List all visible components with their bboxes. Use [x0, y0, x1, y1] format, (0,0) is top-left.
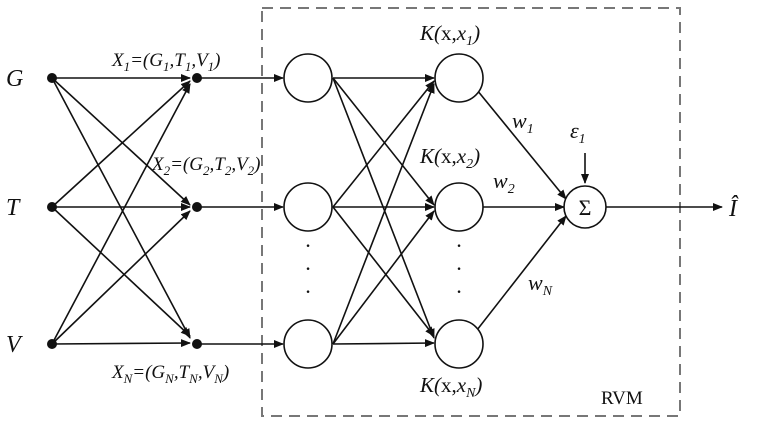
- svg-text:·: ·: [304, 233, 311, 258]
- svg-text:·: ·: [455, 233, 462, 258]
- weight-label-w2: w2: [493, 168, 515, 197]
- feature-hidden-connections: [197, 74, 284, 348]
- output-label: Î: [728, 196, 739, 222]
- hidden-neuron-2: [283, 182, 333, 232]
- svg-text:·: ·: [455, 256, 462, 281]
- weight-label-wn: wN: [528, 270, 553, 299]
- kernel-ellipsis: · · ·: [455, 233, 462, 304]
- feature-node-x1: [192, 73, 202, 83]
- feature-label-x1: X1=(G1,T1,V1): [111, 50, 221, 74]
- kernel-neuron-2: [434, 182, 484, 232]
- kernel-sum-connections: [476, 89, 723, 331]
- kernel-neuron-1: [434, 53, 484, 103]
- kernel-label-n: K(x,xN): [419, 373, 482, 401]
- feature-node-x2: [192, 202, 202, 212]
- weight-label-w1: w1: [512, 108, 534, 137]
- kernel-label-2: K(x,x2): [419, 144, 480, 172]
- input-node-t: [47, 202, 57, 212]
- input-label-t: T: [6, 195, 21, 221]
- feature-label-x2: X2=(G2,T2,V2): [151, 154, 261, 178]
- svg-text:·: ·: [304, 279, 311, 304]
- hidden-ellipsis: · · ·: [304, 233, 311, 304]
- kernel-neuron-n: [434, 319, 484, 369]
- hidden-neuron-n: [283, 319, 333, 369]
- input-label-g: G: [6, 66, 23, 92]
- feature-label-xn: XN=(GN,TN,VN): [111, 362, 229, 386]
- input-node-g: [47, 73, 57, 83]
- feature-node-xn: [192, 339, 202, 349]
- rvm-boundary-box: [261, 7, 681, 417]
- summation-node: [563, 185, 607, 229]
- kernel-label-1: K(x,x1): [419, 21, 480, 49]
- rvm-label: RVM: [601, 388, 643, 409]
- hidden-neuron-1: [283, 53, 333, 103]
- hidden-kernel-connections: [332, 74, 435, 348]
- summation-symbol: Σ: [579, 195, 592, 220]
- svg-text:·: ·: [455, 279, 462, 304]
- svg-text:·: ·: [304, 256, 311, 281]
- noise-label-epsilon: ε1: [570, 118, 586, 147]
- input-label-v: V: [6, 332, 23, 358]
- input-feature-connections: [51, 74, 191, 348]
- input-node-v: [47, 339, 57, 349]
